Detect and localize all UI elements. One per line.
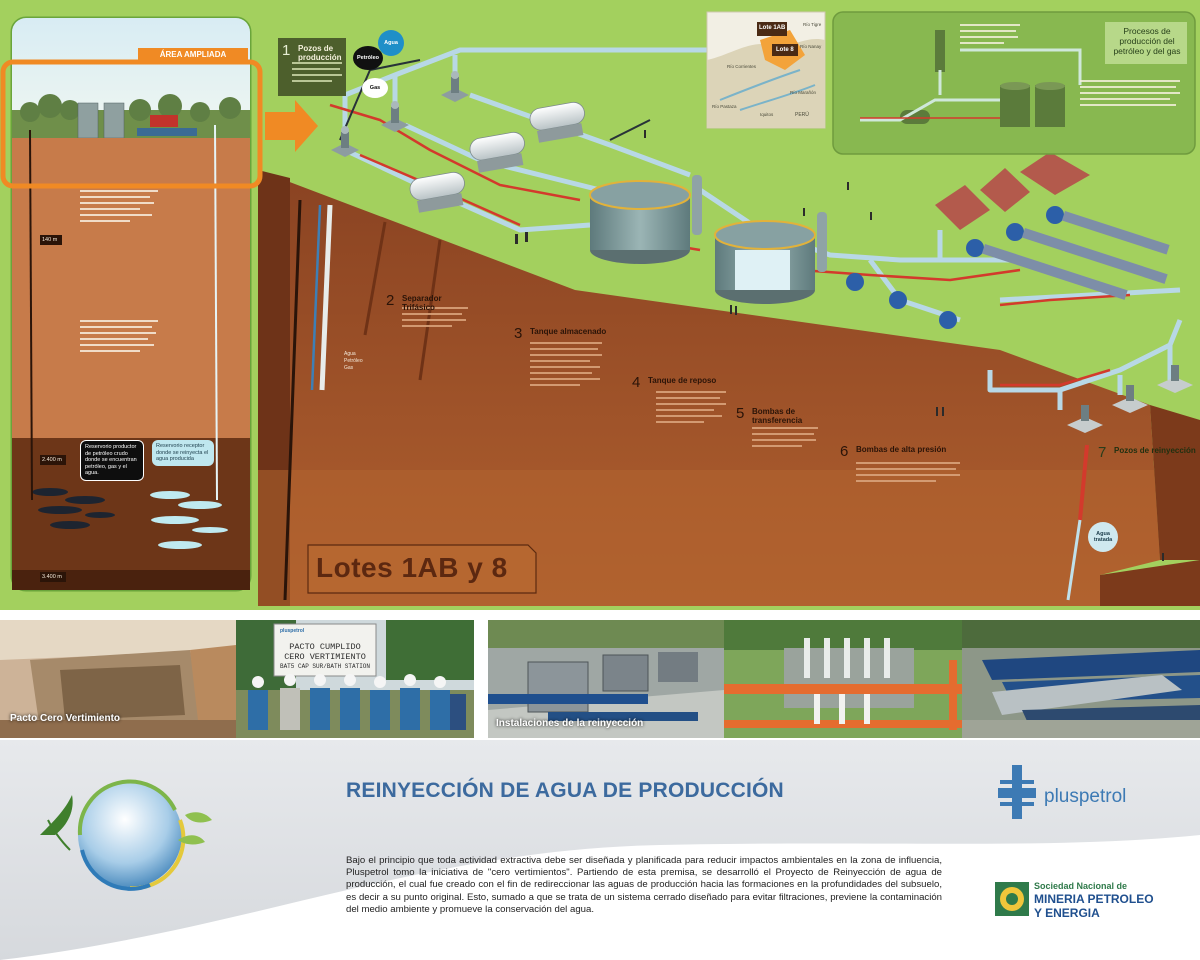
- treated-water-bubble: Agua tratada: [1088, 522, 1118, 552]
- depth-label: 2.400 m: [42, 457, 62, 463]
- map-label: Río Nanay: [800, 44, 822, 49]
- location-map: [706, 11, 826, 129]
- photo-reinjection-installations: Instalaciones de la reinyección: [488, 620, 724, 738]
- photo-pumps: [962, 620, 1200, 738]
- pipe-label: Gas: [344, 365, 354, 371]
- map-label: PERÚ: [795, 112, 809, 118]
- production-wellheads: [331, 71, 469, 157]
- step-number: 5: [736, 405, 745, 422]
- lots-title: Lotes 1AB y 8: [316, 552, 508, 583]
- pluspetrol-emblem: [998, 765, 1036, 819]
- pipe-label: Petróleo: [344, 358, 363, 364]
- photo-team-sign: pluspetrol PACTO CUMPLIDO CERO VERTIMIEN…: [236, 620, 474, 738]
- step-number: 2: [386, 292, 395, 309]
- footer: REINYECCIÓN DE AGUA DE PRODUCCIÓN pluspe…: [0, 740, 1200, 960]
- map-label: Río Tigre: [803, 22, 822, 27]
- step-title: Separador Trifásico: [402, 294, 442, 312]
- snmpe-line-2: MINERIA PETROLEO: [1034, 892, 1154, 906]
- step-title: Pozos de producción: [298, 44, 342, 62]
- water-bubble: Agua: [378, 30, 404, 56]
- sign-line: BAT5 CAP SUR/BATH STATION: [279, 663, 370, 670]
- oil-bubble: Petróleo: [353, 46, 383, 70]
- map-label: Río Pastaza: [712, 104, 737, 109]
- photo-art: [488, 620, 724, 738]
- step-number: 6: [840, 443, 849, 460]
- diagram-art: [0, 0, 1200, 610]
- pump-shelters: [935, 152, 1090, 230]
- right-panel-title: Procesos de producción del petróleo y de…: [1113, 26, 1181, 56]
- pumps: [846, 206, 1064, 329]
- step-number: 4: [632, 374, 641, 391]
- step-title: Pozos de reinyección: [1114, 446, 1196, 455]
- step-number: 7: [1098, 444, 1107, 461]
- map-label: Río Marañón: [790, 90, 817, 95]
- step-title: Tanque de reposo: [648, 376, 717, 385]
- photo-art: [962, 620, 1200, 738]
- step-number: 1: [282, 42, 291, 59]
- snmpe-line-3: Y ENERGIA: [1034, 906, 1100, 920]
- photo-art: [236, 620, 474, 738]
- producer-reservoir-bubble: Reservorio productor de petróleo crudo d…: [80, 440, 144, 481]
- photo-art: [0, 620, 236, 738]
- zoom-arrow: [265, 100, 318, 152]
- injection-wellheads: [1067, 365, 1193, 433]
- step-number: 3: [514, 325, 523, 342]
- step-title: Bombas de transferencia: [752, 407, 803, 425]
- step-title: Tanque almacenado: [530, 327, 607, 336]
- step-title: Bombas de alta presión: [856, 445, 947, 454]
- pluspetrol-wordmark: pluspetrol: [1044, 786, 1127, 807]
- sign-line: PACTO CUMPLIDO: [289, 642, 361, 652]
- pipe-label-list: Agua Petróleo Gas: [344, 351, 363, 372]
- sign-brand: pluspetrol: [280, 628, 305, 634]
- pipe-label: Agua: [344, 351, 356, 357]
- description-paragraph: Bajo el principio que toda actividad ext…: [346, 855, 942, 915]
- globe-logo: [40, 779, 212, 891]
- gas-bubble: Gas: [362, 78, 388, 98]
- process-diagram: ÁREA AMPLIADA 140 m 2.400 m 3.400 m Rese…: [0, 0, 1200, 610]
- photo-caption: Instalaciones de la reinyección: [496, 718, 644, 729]
- zoom-label: ÁREA AMPLIADA: [159, 50, 227, 59]
- footer-background: [0, 740, 1200, 960]
- receiver-reservoir-bubble: Reservorio receptor donde se reinyecta e…: [152, 440, 214, 466]
- step-1-box: [278, 38, 346, 96]
- snmpe-line-1: Sociedad Nacional de: [1034, 881, 1128, 891]
- map-label: Lote 1AB: [759, 25, 786, 31]
- lots-title-frame: [307, 544, 537, 594]
- map-label: Río Corrientes: [727, 64, 757, 69]
- photo-art: [724, 620, 962, 738]
- zoom-frame: [0, 59, 263, 189]
- page-title: REINYECCIÓN DE AGUA DE PRODUCCIÓN: [346, 779, 784, 802]
- depth-label: 140 m: [42, 237, 58, 243]
- photo-zero-discharge-sump: Pacto Cero Vertimiento: [0, 620, 236, 738]
- depth-label: 3.400 m: [42, 574, 62, 580]
- photo-caption: Pacto Cero Vertimiento: [10, 713, 121, 724]
- sign-line: CERO VERTIMIENTO: [284, 652, 366, 662]
- three-phase-separators: [409, 101, 585, 213]
- sign-text: PACTO CUMPLIDO CERO VERTIMIENTO BAT5 CAP…: [274, 642, 376, 672]
- snmpe-logo: [995, 882, 1029, 916]
- storage-tanks: [589, 175, 827, 304]
- map-label: Lote 8: [776, 47, 794, 53]
- map-label: Iquitos: [760, 112, 774, 117]
- photo-manifold: [724, 620, 962, 738]
- photo-strip: Pacto Cero Vertimiento pluspetrol PACTO …: [0, 610, 1200, 740]
